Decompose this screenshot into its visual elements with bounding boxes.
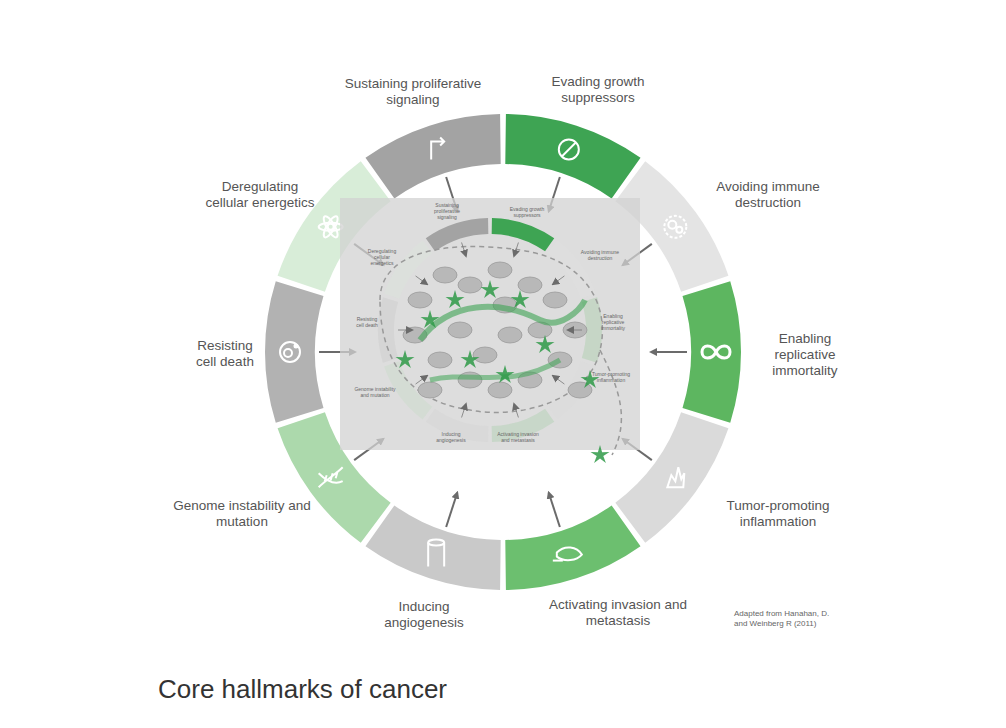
hallmark-segment (365, 505, 500, 590)
inset-label: Inducing angiogenesis (431, 432, 471, 444)
inset-label: Tumor-promoting inflammation (590, 372, 632, 384)
inset-arrow (462, 404, 466, 417)
hallmark-name: Sustaining proliferative signaling (333, 76, 493, 108)
hallmark-icon (280, 342, 300, 362)
inward-arrow (549, 493, 560, 527)
tumor-cell (498, 327, 522, 343)
hallmark-name: Tumor-promoting inflammation (713, 498, 843, 530)
inward-arrow (446, 493, 457, 527)
inset-panel (340, 198, 640, 450)
hallmark-label: Evading growth suppressors (528, 74, 668, 106)
inset-label: Genome instability and mutation (352, 387, 398, 399)
hallmark-label: Genome instability and mutation (167, 498, 317, 530)
inset-arrow (514, 404, 518, 417)
tumor-outline (380, 247, 602, 413)
hallmark-name: Enabling replicative immortality (755, 331, 855, 380)
hallmark-icon (664, 216, 686, 238)
hallmark-label: Deregulating cellular energetics (205, 179, 315, 211)
inset-segment (548, 361, 596, 419)
immune-cell (396, 350, 415, 368)
inset-arrow (568, 330, 582, 331)
hallmark-icon (431, 137, 444, 159)
tumor-cell (428, 352, 452, 368)
hallmark-segment (365, 114, 500, 199)
hallmark-label: Resisting cell death (190, 338, 260, 370)
tumor-cell (488, 382, 512, 398)
inset-label: Sustaining proliferative signaling (424, 203, 470, 220)
inset-label: Evading growth suppressors (504, 207, 550, 219)
immune-cell (536, 335, 555, 353)
hallmark-segment (505, 114, 640, 199)
tumor-cell (418, 382, 442, 398)
tumor-cell (408, 292, 432, 308)
blood-vessel (430, 360, 560, 380)
hallmark-icon (667, 467, 684, 487)
tumor-cell (458, 372, 482, 388)
inset-label: Avoiding immune destruction (575, 250, 625, 262)
inset-segment (492, 218, 555, 251)
hallmark-icon (553, 547, 582, 560)
inset-label: Resisting cell death (353, 317, 381, 329)
hallmark-icon (319, 467, 343, 487)
inset-arrow (462, 243, 466, 256)
inset-arrow (416, 276, 427, 284)
tumor-cell (518, 277, 542, 293)
tumor-cell (473, 347, 497, 363)
hallmark-name: Deregulating cellular energetics (205, 179, 315, 211)
hallmark-label: Avoiding immune destruction (698, 179, 838, 211)
tumor-cell (448, 322, 472, 338)
hallmark-icon (319, 214, 343, 239)
immune-cell (591, 445, 610, 463)
hallmark-label: Inducing angiogenesis (369, 599, 479, 631)
hallmark-name: Inducing angiogenesis (369, 599, 479, 631)
hallmark-segment (682, 281, 741, 423)
hallmark-icon (428, 540, 444, 567)
figure-caption: Core hallmarks of cancer (158, 674, 447, 705)
hallmark-name: Avoiding immune destruction (698, 179, 838, 211)
source-credit: Adapted from Hanahan, D. and Weinberg R … (734, 609, 836, 629)
immune-cell (511, 290, 530, 308)
hallmark-icon (559, 139, 579, 159)
inset-segment (378, 297, 398, 362)
tumor-cell (433, 267, 457, 283)
hallmark-name: Activating invasion and metastasis (538, 597, 698, 629)
inset-arrow (398, 330, 412, 331)
tumor-cell (488, 262, 512, 278)
hallmark-name: Evading growth suppressors (528, 74, 668, 106)
hallmark-label: Enabling replicative immortality (755, 331, 855, 380)
hallmark-name: Genome instability and mutation (167, 498, 317, 530)
inset-arrow (553, 276, 564, 284)
tumor-cell (563, 322, 587, 338)
inset-arrow (416, 376, 427, 384)
hallmark-segment (505, 505, 640, 590)
immune-cell (481, 280, 500, 298)
hallmark-label: Tumor-promoting inflammation (713, 498, 843, 530)
immune-cell (421, 310, 440, 328)
invasion-path (600, 350, 621, 455)
inset-label: Deregulating cellular energetics (364, 249, 400, 266)
immune-cell (496, 365, 515, 383)
immune-cell (446, 290, 465, 308)
tumor-cell (458, 277, 482, 293)
inward-arrow (651, 351, 687, 353)
inset-label: Activating invasion and metastasis (493, 432, 543, 444)
tumor-cell (543, 292, 567, 308)
hallmark-label: Activating invasion and metastasis (538, 597, 698, 629)
immune-cell (461, 350, 480, 368)
hallmark-segment (265, 281, 324, 423)
hallmark-name: Resisting cell death (190, 338, 260, 370)
hallmark-label: Sustaining proliferative signaling (333, 76, 493, 108)
inset-label: Enabling replicative immortality (592, 314, 634, 331)
blood-vessel (420, 300, 585, 340)
inset-arrow (514, 243, 518, 256)
inset-arrow (553, 376, 564, 384)
hallmark-icon (702, 346, 730, 358)
